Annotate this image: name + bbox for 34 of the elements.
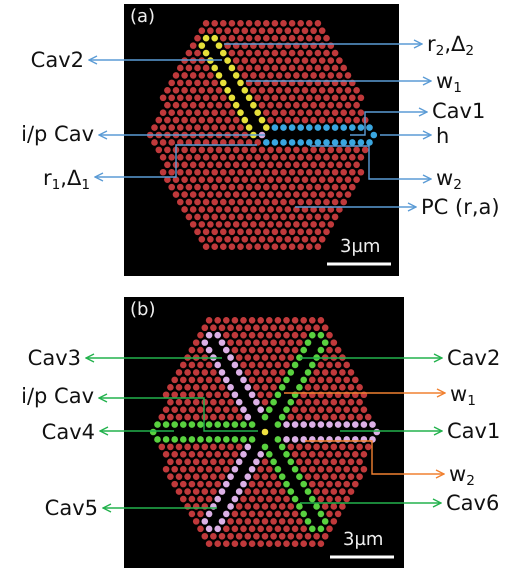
callout-label: i/p Cav [21, 383, 94, 409]
leader-line [99, 426, 174, 436]
leader-line [98, 393, 258, 432]
leader-line [284, 388, 446, 398]
leader-line [98, 130, 265, 140]
leader-line [305, 440, 445, 479]
panel-label: (a) [130, 6, 156, 28]
scale-label: 3μm [340, 236, 380, 258]
leader-line [85, 353, 222, 363]
leader-line [94, 144, 257, 182]
leader-line [350, 107, 428, 136]
scale-label: 3μm [343, 529, 384, 551]
leader-line [300, 498, 442, 508]
leader-line [310, 145, 432, 184]
leader-line [88, 55, 222, 65]
callout-label: Cav5 [44, 495, 98, 521]
leader-line [246, 76, 432, 86]
panel-label: (b) [130, 299, 156, 321]
callout-label: Cav3 [28, 345, 81, 371]
callout-label: i/p Cav [21, 121, 94, 147]
callout-label: Cav2 [30, 47, 84, 73]
leader-line [300, 353, 443, 363]
callout-label: h [436, 123, 450, 149]
callout-label: w$_{1}$ [450, 381, 476, 414]
callout-label: Cav2 [447, 345, 500, 371]
callout-label: r$_{1}$,Δ$_{1}$ [42, 165, 90, 198]
leader-line [380, 130, 432, 140]
callout-label: Cav4 [42, 419, 95, 445]
leader-line [224, 39, 423, 49]
leader-line [295, 202, 417, 212]
leader-line [102, 503, 217, 513]
callout-label: r$_{2}$,Δ$_{2}$ [427, 31, 474, 64]
callout-label: Cav1 [447, 418, 500, 444]
leader-line [340, 426, 443, 436]
